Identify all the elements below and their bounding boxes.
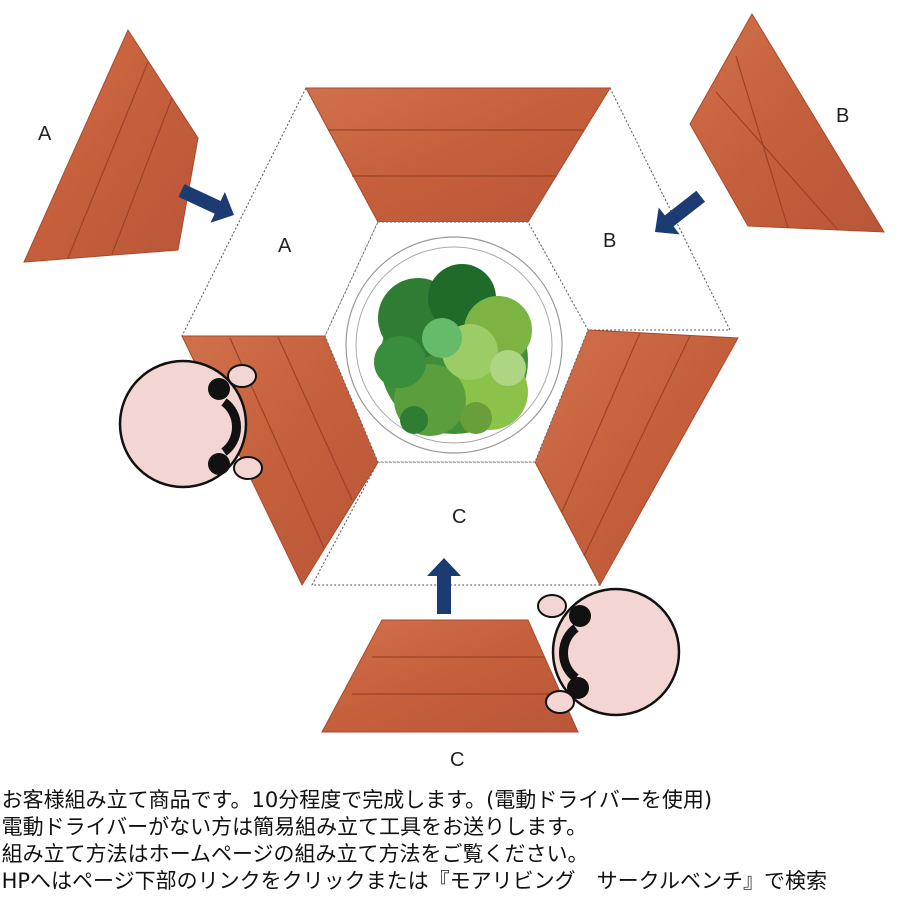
- hexagon-bench: [181, 86, 739, 587]
- arrow-icon: [178, 184, 234, 223]
- planter-outer-ring: [345, 236, 563, 454]
- label-piece-a: A: [38, 123, 52, 145]
- label-slot-b: B: [603, 230, 616, 252]
- assembly-notes: ※お客様組み立て商品です。10分程度で完成します。(電動ドライバーを使用) ※電…: [0, 787, 920, 895]
- note-line: ※電動ドライバーがない方は簡易組み立て工具をお送りします。: [0, 815, 588, 839]
- person-icon: [118, 359, 263, 489]
- wood-piece-a: [23, 28, 199, 263]
- label-slot-c: C: [452, 506, 466, 528]
- person-icon: [537, 587, 681, 717]
- note-line: ※HPへはページ下部のリンクをクリックまたは『モアリビング サークルベンチ』で検…: [0, 869, 827, 893]
- label-slot-a: A: [278, 235, 292, 257]
- arrow-icon: [427, 558, 461, 614]
- planter-inner-ring: [355, 246, 553, 444]
- label-piece-c: C: [450, 749, 464, 771]
- wood-piece-c: [321, 619, 579, 733]
- arrow-icon: [655, 190, 706, 235]
- label-piece-b: B: [836, 105, 849, 127]
- note-line: ※組み立て方法はホームページの組み立て方法をご覧ください。: [0, 842, 589, 866]
- plant-icon: [374, 264, 532, 436]
- note-line: ※お客様組み立て商品です。10分程度で完成します。(電動ドライバーを使用): [0, 788, 713, 812]
- wood-panel-top: [305, 87, 611, 223]
- wood-piece-b: [689, 13, 885, 233]
